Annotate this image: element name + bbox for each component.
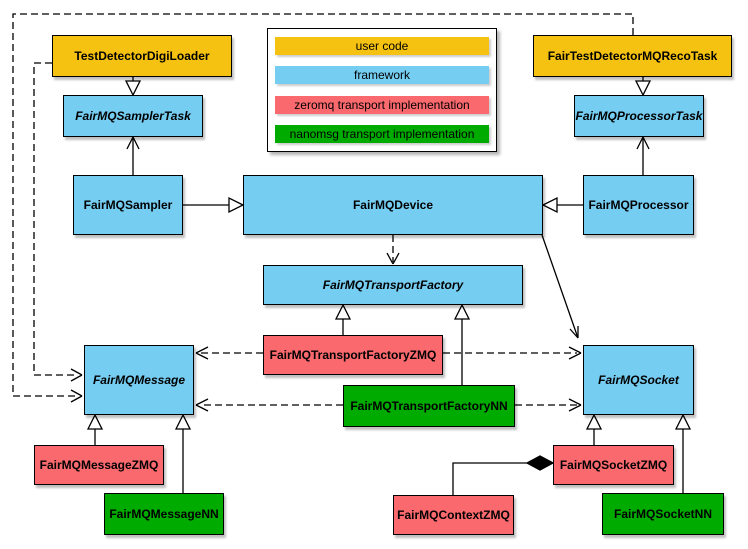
- node-label: FairMQTransportFactory: [322, 278, 464, 292]
- node-fairmq-processor: FairMQProcessor: [583, 175, 694, 235]
- edge-tfzmq-transportfactory: [334, 303, 352, 335]
- node-fairmq-transport-factory-nn: FairMQTransportFactoryNN: [343, 385, 515, 427]
- edge-socketzmq-socket: [585, 413, 603, 445]
- node-fairmq-transport-factory-zmq: FairMQTransportFactoryZMQ: [263, 335, 443, 375]
- legend-item-user-code: user code: [275, 37, 489, 55]
- edge-digiloader-message: [33, 62, 83, 382]
- node-label: FairMQDevice: [352, 198, 434, 212]
- node-label: FairMQMessageZMQ: [39, 458, 159, 472]
- node-fairmq-socket-zmq: FairMQSocketZMQ: [553, 445, 674, 485]
- edge-sampler-samplertask: [126, 136, 140, 175]
- edge-contextzmq-socketzmq: [452, 455, 555, 495]
- legend-label: user code: [355, 39, 409, 53]
- node-label: FairMQSocketZMQ: [559, 458, 668, 472]
- node-label: FairTestDetectorMQRecoTask: [547, 49, 718, 63]
- node-label: FairMQProcessorTask: [575, 109, 703, 123]
- edge-tfnn-message: [195, 398, 343, 412]
- legend-item-nanomsg: nanomsg transport implementation: [275, 124, 489, 143]
- node-label: FairMQSocket: [598, 373, 679, 387]
- node-fairmq-message-zmq: FairMQMessageZMQ: [34, 445, 164, 485]
- edge-recotask-message: [12, 13, 634, 403]
- edge-messagenn-message: [174, 413, 192, 493]
- edge-device-socket: [541, 234, 579, 339]
- node-fairmq-sampler-task: FairMQSamplerTask: [63, 95, 203, 137]
- node-fairmq-socket: FairMQSocket: [583, 345, 694, 415]
- node-label: FairMQTransportFactoryZMQ: [269, 348, 437, 362]
- edge-device-transportfactory: [386, 235, 400, 265]
- edge-digiloader-samplertask: [124, 77, 142, 97]
- edge-tfzmq-message: [195, 346, 263, 360]
- node-fairmq-sampler: FairMQSampler: [73, 175, 183, 235]
- legend-item-framework: framework: [275, 66, 489, 85]
- node-fairmq-processor-task: FairMQProcessorTask: [574, 95, 704, 137]
- node-fairmq-message-nn: FairMQMessageNN: [104, 493, 224, 535]
- node-fairmq-message: FairMQMessage: [84, 345, 194, 415]
- legend-label: nanomsg transport implementation: [289, 126, 475, 141]
- node-label: FairMQSocketNN: [613, 507, 713, 521]
- node-test-detector-digi-loader: TestDetectorDigiLoader: [52, 35, 232, 77]
- edge-sampler-device: [183, 196, 245, 214]
- node-label: FairMQSampler: [83, 198, 173, 212]
- legend-label: zeromq transport implementation: [294, 97, 470, 112]
- node-fair-test-detector-mq-reco-task: FairTestDetectorMQRecoTask: [533, 35, 732, 77]
- edge-messagezmq-message: [86, 413, 104, 445]
- node-fairmq-context-zmq: FairMQContextZMQ: [393, 495, 514, 535]
- node-label: FairMQContextZMQ: [397, 508, 510, 522]
- edge-processor-processortask: [636, 136, 650, 175]
- node-fairmq-device: FairMQDevice: [243, 175, 543, 235]
- edge-tfzmq-socket: [443, 346, 582, 360]
- edge-recotask-processortask: [634, 77, 652, 97]
- node-label: FairMQProcessor: [588, 198, 689, 212]
- node-label: FairMQTransportFactoryNN: [350, 399, 508, 413]
- edge-tfnn-transportfactory: [453, 303, 471, 385]
- node-label: FairMQSamplerTask: [75, 109, 191, 123]
- node-label: TestDetectorDigiLoader: [74, 49, 210, 63]
- legend: user code framework zeromq transport imp…: [267, 28, 497, 152]
- edge-tfnn-socket: [515, 398, 582, 412]
- node-fairmq-transport-factory: FairMQTransportFactory: [263, 265, 523, 305]
- edge-socketnn-socket: [674, 413, 692, 493]
- legend-label: framework: [353, 68, 410, 83]
- edge-processor-device: [541, 196, 583, 214]
- node-label: FairMQMessage: [92, 373, 186, 387]
- node-label: FairMQMessageNN: [109, 507, 219, 521]
- legend-item-zeromq: zeromq transport implementation: [275, 95, 489, 114]
- node-fairmq-socket-nn: FairMQSocketNN: [602, 493, 724, 535]
